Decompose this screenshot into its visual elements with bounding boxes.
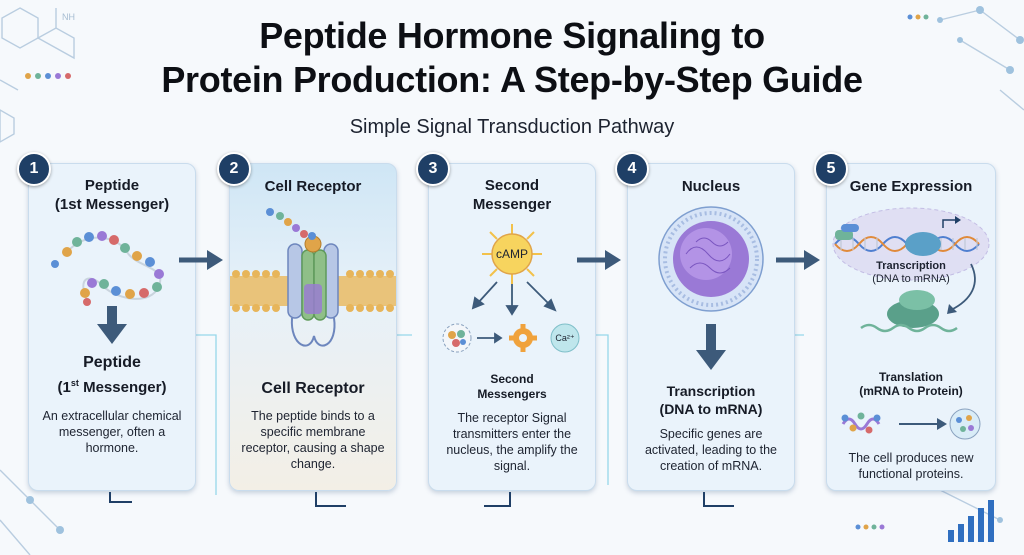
step-card-second-messenger: Second Messenger cAMP Ca²⁺ (428, 163, 596, 491)
peptide-chain-icon (51, 231, 164, 306)
step-1-description: An extracellular chemical messenger, oft… (42, 409, 182, 455)
arrow-right-icon (577, 250, 621, 270)
nh-label: NH (62, 12, 75, 22)
step-3-title: Second Messenger (472, 177, 552, 213)
transcription-label: Transcription (DNA to mRNA) (872, 260, 950, 285)
step-card-nucleus: Nucleus Transcription (DNA to mRNA) Spec… (627, 163, 795, 491)
step-card-cell-receptor: Cell Receptor Cell Receptor The peptide … (229, 163, 397, 491)
step-4-title: Nucleus (681, 178, 741, 195)
title-line-1: Peptide Hormone Signaling to (259, 15, 765, 56)
arrow-down-icon (97, 306, 127, 344)
step-4-badge: 4 (615, 152, 649, 186)
step-5-badge: 5 (814, 152, 848, 186)
step-2-badge: 2 (217, 152, 251, 186)
step-4-label: Transcription (DNA to mRNA) (659, 383, 763, 417)
protein-product-icon (841, 408, 981, 440)
membrane-receptor-icon (230, 208, 396, 347)
step-1-label: Peptide (83, 354, 141, 371)
page-subtitle: Simple Signal Transduction Pathway (349, 116, 675, 138)
gene-expression-icon (832, 207, 990, 333)
step-5-description: The cell produces new functional protein… (848, 451, 974, 481)
step-2-label: Cell Receptor (261, 380, 365, 397)
step-card-gene-expression: Gene Expression Transcription (DNA to mR… (826, 163, 996, 491)
page-title: Peptide Hormone Signaling to Protein Pro… (0, 14, 1024, 102)
step-2-description: The peptide binds to a specific membrane… (241, 409, 385, 471)
step-1-label-sub: (1st Messenger) (57, 378, 167, 396)
arrow-right-icon (776, 250, 820, 270)
step-card-peptide: Peptide (1st Messenger) Peptide (1st Mes… (28, 163, 196, 491)
calcium-label: Ca²⁺ (555, 333, 575, 343)
nucleus-icon (658, 206, 764, 312)
step-3-badge: 3 (416, 152, 450, 186)
translation-label: Translation (mRNA to Protein) (859, 370, 963, 398)
camp-label: cAMP (495, 247, 528, 261)
arrow-down-icon (696, 324, 726, 370)
step-5-title: Gene Expression (849, 178, 973, 195)
step-2-title: Cell Receptor (264, 178, 362, 195)
camp-sun-icon (482, 224, 542, 284)
step-3-label: Second Messengers (477, 372, 547, 401)
step-3-description: The receptor Signal transmitters enter t… (446, 411, 578, 473)
gear-icon (509, 324, 537, 352)
signal-amplification-icon (442, 281, 580, 353)
step-1-badge: 1 (17, 152, 51, 186)
step-1-title: Peptide (1st Messenger) (54, 177, 170, 213)
arrow-right-icon (179, 250, 223, 270)
step-4-description: Specific genes are activated, leading to… (644, 427, 778, 473)
title-line-2: Protein Production: A Step-by-Step Guide (161, 59, 863, 100)
